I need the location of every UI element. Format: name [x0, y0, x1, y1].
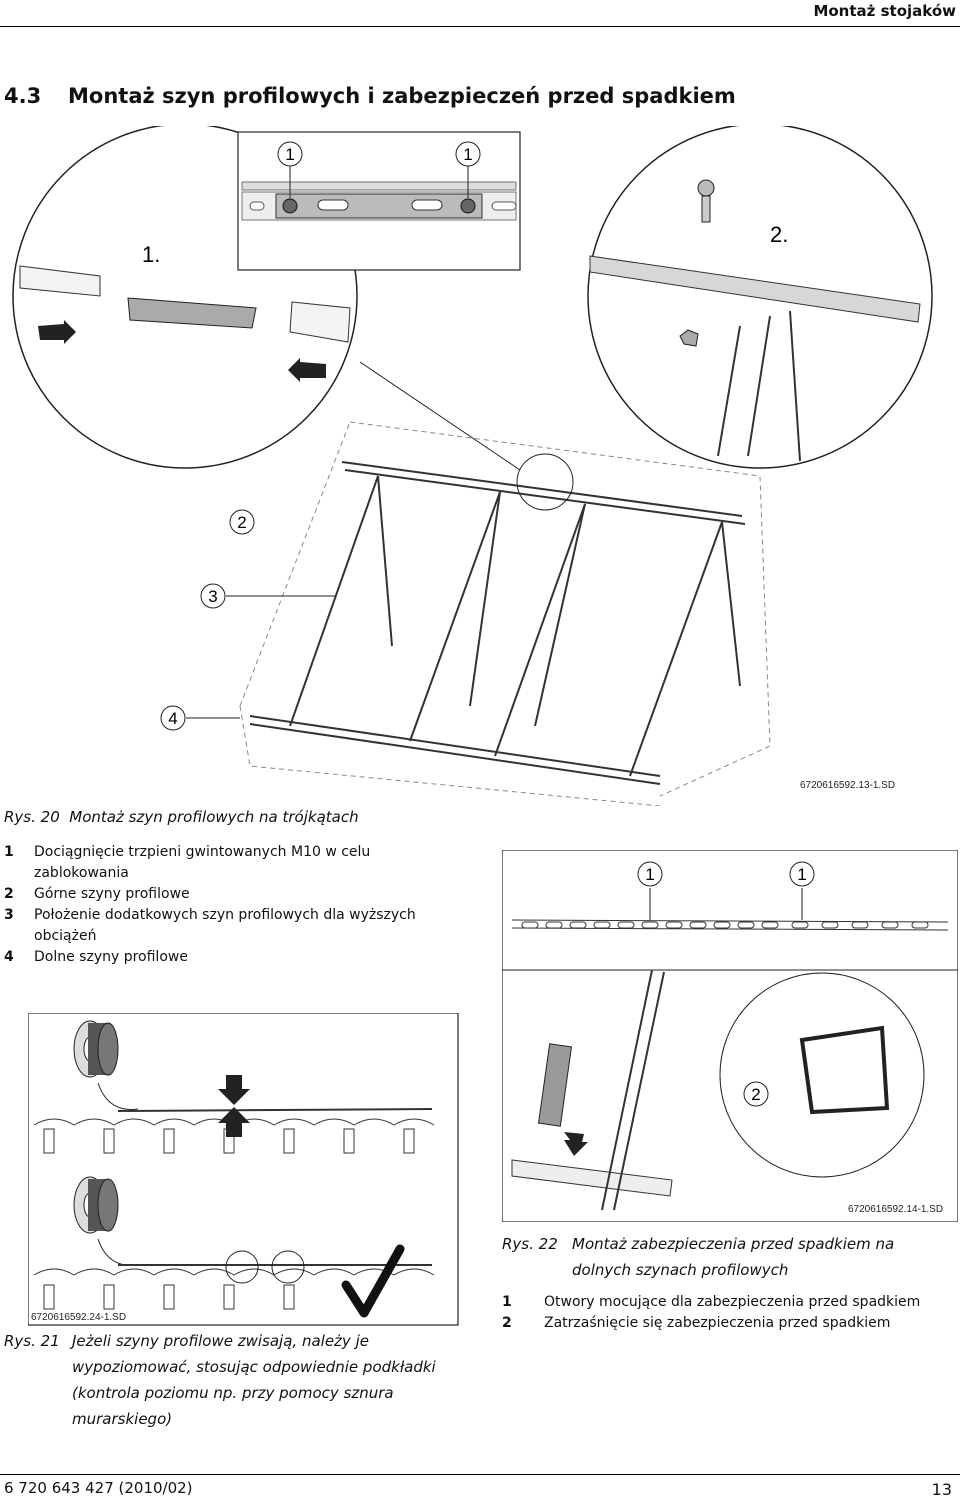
spool-bottom — [73, 1176, 119, 1234]
callout-2: 2 — [237, 513, 246, 532]
detail-circle-right — [587, 126, 933, 469]
footer-rule — [0, 1474, 960, 1475]
footer-page-number: 13 — [931, 1480, 952, 1499]
figure-22-illustration: 1 1 2 — [502, 850, 958, 1222]
fig21-code: 6720616592.24-1.SD — [31, 1312, 127, 1323]
page-header-title: Montaż stojaków — [813, 2, 956, 20]
step-1: 1. — [142, 242, 160, 267]
callout-3: 3 — [208, 587, 217, 606]
fig20-code: 6720616592.13-1.SD — [800, 780, 896, 791]
fig22-caption-text: Montaż zabezpieczenia przed spadkiem na … — [572, 1235, 895, 1279]
fig22-caption: Rys. 22 Montaż zabezpieczenia przed spadk… — [502, 1231, 942, 1283]
section-number: 4.3 — [4, 84, 42, 108]
fig22-callout-1b: 1 — [797, 865, 806, 884]
fig22-caption-label: Rys. 22 — [502, 1235, 558, 1253]
callout-1b: 1 — [463, 145, 472, 164]
callout-4: 4 — [168, 709, 177, 728]
detail-circle-left — [12, 126, 358, 469]
fig20-caption-text: Montaż szyn profilowych na trójkątach — [69, 808, 359, 826]
callout-1a: 1 — [285, 145, 294, 164]
fig20-caption: Rys. 20 Montaż szyn profilowych na trójk… — [4, 804, 359, 830]
figure-20-illustration: 1 1 1. 2. 2 3 4 — [12, 126, 933, 806]
footer-doc-number: 6 720 643 427 (2010/02) — [4, 1479, 193, 1497]
fig22-code: 6720616592.14-1.SD — [848, 1204, 944, 1215]
fig21-caption-label: Rys. 21 — [4, 1332, 60, 1350]
fig21-caption-text: Jeżeli szyny profilowe zwisają, należy j… — [72, 1332, 436, 1428]
spool-top — [73, 1020, 119, 1078]
checkmark-icon — [341, 1244, 405, 1318]
fig22-callout-2: 2 — [751, 1085, 760, 1104]
header-rule — [0, 26, 960, 27]
step-2: 2. — [770, 222, 788, 247]
fig21-caption: Rys. 21 Jeżeli szyny profilowe zwisają, n… — [4, 1328, 456, 1432]
section-heading: 4.3 Montaż szyn profilowych i zabezpiecze… — [4, 84, 736, 108]
fig22-callout-1a: 1 — [645, 865, 654, 884]
figure-21-illustration — [28, 1013, 459, 1326]
fig20-caption-label: Rys. 20 — [4, 808, 60, 826]
section-title: Montaż szyn profilowych i zabezpieczeń p… — [68, 84, 736, 108]
